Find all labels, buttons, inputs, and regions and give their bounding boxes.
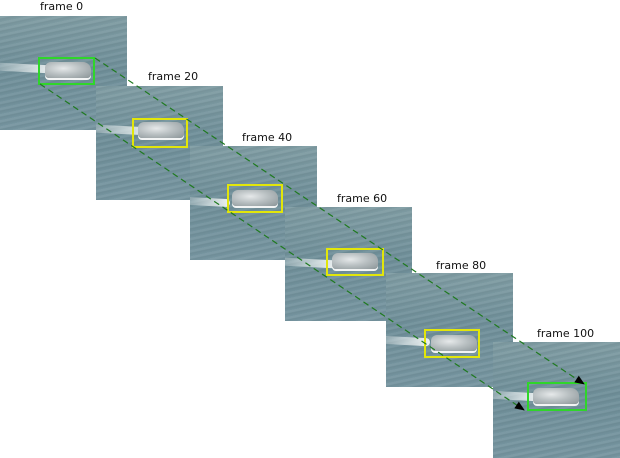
trajectory-bottom-edge [40, 84, 524, 410]
trajectory-top-edge [95, 58, 584, 384]
